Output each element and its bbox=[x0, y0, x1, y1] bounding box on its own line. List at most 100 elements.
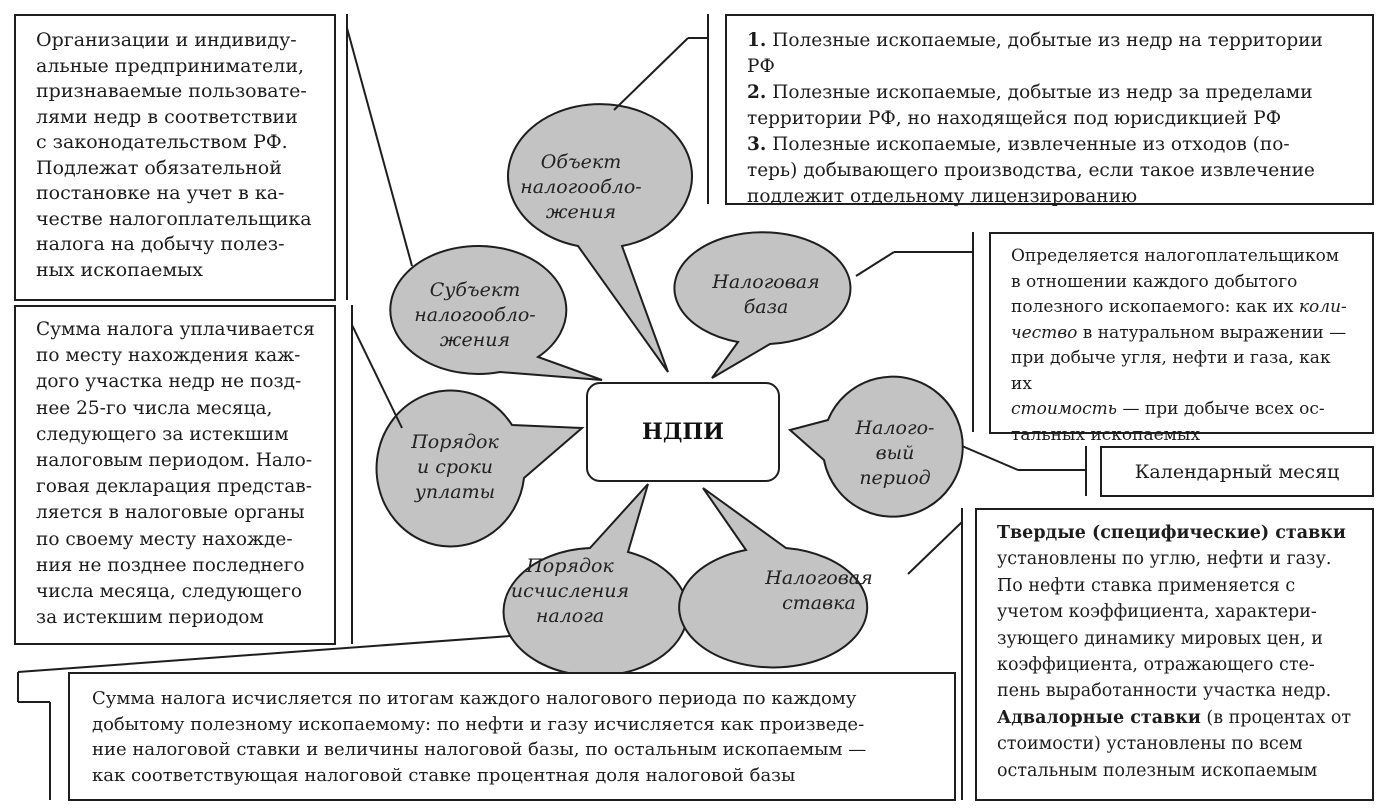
bubble-text-line: налога bbox=[535, 605, 605, 627]
text-run-italic: чество bbox=[1011, 322, 1078, 343]
text-line: за истекшим периодом bbox=[36, 607, 264, 629]
bubble-object bbox=[507, 103, 693, 373]
item-text: Полезные ископаемые, добытые из недр за … bbox=[772, 82, 1313, 103]
connector-object-diag bbox=[613, 37, 689, 111]
text-line: лями недр в соответствии bbox=[36, 105, 298, 128]
text-line: по своему месту нахожде- bbox=[36, 528, 293, 550]
bubble-payment bbox=[375, 389, 585, 548]
text-line: зующего динамику мировых цен, и bbox=[997, 628, 1323, 649]
bubble-subject-label: Субъект налогообло- жения bbox=[400, 278, 550, 353]
text-line: терь) добывающего производства, если так… bbox=[747, 160, 1315, 181]
ndpi-center-node: НДПИ bbox=[586, 382, 780, 482]
bubble-text-line: Налоговая bbox=[712, 271, 820, 293]
text-line: 1. Полезные ископаемые, добытые из недр … bbox=[747, 28, 1354, 80]
text-line: установлены по углю, нефти и газу. bbox=[997, 549, 1332, 570]
text-line: подлежит отдельному лицензированию bbox=[747, 186, 1138, 207]
calculation-text: Сумма налога исчисляется по итогам каждо… bbox=[92, 686, 942, 788]
text-line: числа месяца, следующего bbox=[36, 581, 303, 603]
text-line: ных ископаемых bbox=[36, 258, 204, 281]
text-run-italic: стоимость bbox=[1011, 399, 1118, 419]
payment-box: Сумма налога уплачивается по месту нахож… bbox=[14, 305, 336, 645]
object-text: 1. Полезные ископаемые, добытые из недр … bbox=[747, 28, 1354, 210]
item-number: 1. bbox=[747, 30, 767, 51]
bubble-text-line: уплаты bbox=[414, 481, 496, 503]
text-line: ляется в налоговые органы bbox=[36, 502, 305, 524]
bubble-payment-label: Порядок и сроки уплаты bbox=[390, 430, 520, 505]
text-line: тальных ископаемых bbox=[1011, 424, 1201, 445]
text-line: нее 25-го числа месяца, bbox=[36, 397, 273, 419]
text-run: (в процентах от bbox=[1200, 707, 1352, 728]
bubble-object-label: Объект налогообло- жения bbox=[506, 150, 656, 225]
connector-period bbox=[961, 445, 1019, 471]
calculation-box: Сумма налога исчисляется по итогам каждо… bbox=[68, 672, 956, 801]
text-line: По нефти ставка применяется с bbox=[997, 575, 1296, 596]
text-line: при добыче угля, нефти и газа, как их bbox=[1011, 348, 1331, 394]
payment-text: Сумма налога уплачивается по месту нахож… bbox=[36, 317, 315, 631]
bubble-rate bbox=[678, 487, 869, 669]
text-line: с законодательством РФ. bbox=[36, 131, 288, 153]
bubble-text-line: Налоговая bbox=[765, 567, 873, 589]
text-line: Сумма налога уплачивается bbox=[36, 319, 315, 340]
bubble-text-line: налогообло- bbox=[414, 304, 536, 326]
ndpi-title: НДПИ bbox=[642, 419, 724, 445]
advalorem-rates-title: Адвалорные ставки bbox=[997, 707, 1201, 728]
text-line: налога на добычу полез- bbox=[36, 233, 285, 255]
item-number: 2. bbox=[747, 82, 767, 103]
connector-payment bbox=[351, 324, 403, 429]
bubble-text-line: жения bbox=[439, 329, 511, 351]
text-line: Определяется налогоплательщиком bbox=[1011, 246, 1340, 266]
bubble-text-line: Субъект bbox=[429, 279, 521, 301]
text-line: Подлежат обязательной bbox=[36, 156, 282, 179]
bubble-text-line: вый bbox=[875, 442, 915, 464]
bubble-text-line: жения bbox=[545, 201, 617, 223]
text-line: как соответствующая налоговой ставке про… bbox=[92, 764, 796, 786]
text-line: стоимость — при добыче всех ос- bbox=[1011, 397, 1356, 423]
text-line: чество в натуральном выражении — bbox=[1011, 321, 1356, 347]
text-line: в отношении каждого добытого bbox=[1011, 271, 1298, 292]
text-line: следующего за истекшим bbox=[36, 423, 289, 445]
bubble-text-line: исчисления bbox=[510, 580, 630, 602]
item-text: Полезные ископаемые, добытые из недр на … bbox=[747, 30, 1323, 77]
text-run: в натуральном выражении — bbox=[1077, 322, 1347, 343]
text-line: по месту нахождения каж- bbox=[36, 345, 301, 367]
bubble-text-line: Порядок bbox=[526, 555, 614, 577]
subject-text: Организации и индивиду- альные предприни… bbox=[36, 28, 312, 283]
rate-text: Твердые (специфические) ставки установле… bbox=[997, 520, 1359, 784]
text-run-italic: коли- bbox=[1298, 297, 1347, 317]
rate-box: Твердые (специфические) ставки установле… bbox=[975, 508, 1374, 801]
text-line: коэффициента, отражающего сте- bbox=[997, 655, 1315, 676]
text-line: учетом коэффициента, характери- bbox=[997, 602, 1317, 623]
bubble-base-label: Налоговая база bbox=[696, 270, 836, 320]
text-line: постановке на учет в ка- bbox=[36, 182, 285, 204]
bubble-calculation-label: Порядок исчисления налога bbox=[495, 554, 645, 629]
text-line: альные предприниматели, bbox=[36, 54, 305, 77]
text-line: полезного ископаемого: как их коли- bbox=[1011, 295, 1356, 321]
base-box: Определяется налогоплательщиком в отноше… bbox=[989, 232, 1374, 445]
text-line: ние налоговой ставки и величины налогово… bbox=[92, 739, 867, 760]
text-line: дого участка недр не позд- bbox=[36, 371, 302, 393]
text-line: говая декларация представ- bbox=[36, 476, 312, 498]
bubble-text-line: и сроки bbox=[416, 456, 494, 478]
bubble-text-line: налогообло- bbox=[520, 176, 642, 198]
text-line: Организации и индивиду- bbox=[36, 29, 297, 51]
text-line: стоимости) установлены по всем bbox=[997, 734, 1303, 755]
text-line: добытому полезному ископаемому: по нефти… bbox=[92, 713, 865, 735]
item-text: Полезные ископаемые, извлеченные из отхо… bbox=[772, 134, 1290, 155]
text-line: налоговым периодом. Нало- bbox=[36, 450, 313, 472]
period-text: Календарный месяц bbox=[1134, 460, 1340, 483]
bubble-text-line: период bbox=[859, 467, 931, 489]
bubble-subject bbox=[389, 245, 603, 381]
text-line: Твердые (специфические) ставки bbox=[997, 520, 1359, 546]
text-line: ния не позднее последнего bbox=[36, 554, 305, 576]
text-run: полезного ископаемого: как их bbox=[1011, 297, 1299, 317]
text-line: признаваемые пользовате- bbox=[36, 80, 307, 102]
bubble-text-line: Налого- bbox=[855, 417, 935, 439]
connector-calc-diag bbox=[17, 635, 511, 673]
object-box: 1. Полезные ископаемые, добытые из недр … bbox=[725, 14, 1374, 207]
text-line: 3. Полезные ископаемые, извлеченные из о… bbox=[747, 132, 1354, 158]
text-line: пень выработанности участка недр. bbox=[997, 681, 1332, 702]
connector-base-diag bbox=[855, 251, 895, 277]
text-line: Адвалорные ставки (в процентах от bbox=[997, 705, 1359, 731]
